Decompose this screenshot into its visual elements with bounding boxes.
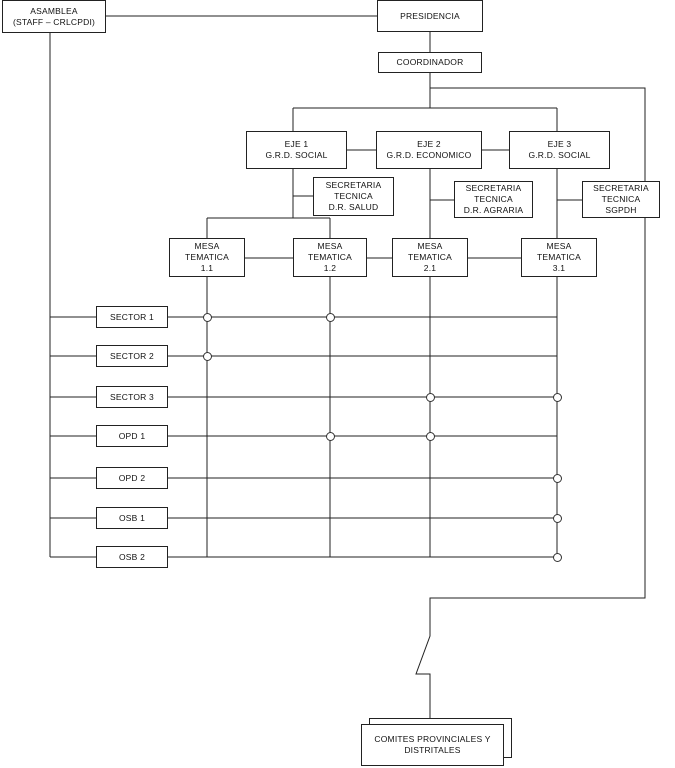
participation-marker-osb2-mesa31 [552, 552, 562, 562]
opd1-label: OPD 1 [118, 430, 146, 441]
participation-marker-sector3-mesa21 [425, 392, 435, 402]
comites-box: COMITES PROVINCIALES Y DISTRITALES [361, 724, 504, 766]
comites-line2: DISTRITALES [404, 745, 461, 755]
sector-2-box: SECTOR 2 [96, 345, 168, 367]
mesa31-line2: TEMATICA [537, 252, 581, 262]
sector-1-box: SECTOR 1 [96, 306, 168, 328]
secretaria-tecnica-3-box: SECRETARIA TECNICA SGPDH [582, 181, 660, 218]
sectec2-line3: D.R. AGRARIA [463, 205, 524, 215]
opd-2-box: OPD 2 [96, 467, 168, 489]
mesa21-line2: TEMATICA [408, 252, 452, 262]
secretaria-tecnica-1-box: SECRETARIA TECNICA D.R. SALUD [313, 177, 394, 216]
sector2-label: SECTOR 2 [110, 350, 154, 361]
eje1-line1: EJE 1 [284, 139, 309, 149]
sector3-label: SECTOR 3 [110, 391, 154, 402]
sectec1-line3: D.R. SALUD [328, 202, 379, 212]
asamblea-box: ASAMBLEA (STAFF – CRLCPDI) [2, 0, 106, 33]
participation-marker-osb1-mesa31 [552, 513, 562, 523]
sectec2-line1: SECRETARIA [465, 183, 522, 193]
eje2-line2: G.R.D. ECONOMICO [386, 150, 472, 160]
osb-1-box: OSB 1 [96, 507, 168, 529]
sector-3-box: SECTOR 3 [96, 386, 168, 408]
secretaria-tecnica-2-box: SECRETARIA TECNICA D.R. AGRARIA [454, 181, 533, 218]
opd-1-box: OPD 1 [96, 425, 168, 447]
eje2-box: EJE 2 G.R.D. ECONOMICO [376, 131, 482, 169]
mesa-tematica-2-1-box: MESA TEMATICA 2.1 [392, 238, 468, 277]
sectec2-line2: TECNICA [474, 194, 513, 204]
sectec1-line1: SECRETARIA [325, 180, 382, 190]
osb-2-box: OSB 2 [96, 546, 168, 568]
participation-marker-opd2-mesa31 [552, 473, 562, 483]
mesa31-line3: 3.1 [552, 263, 566, 273]
presidencia-box: PRESIDENCIA [377, 0, 483, 32]
eje1-line2: G.R.D. SOCIAL [265, 150, 328, 160]
participation-marker-sector3-mesa31 [552, 392, 562, 402]
mesa11-line3: 1.1 [200, 263, 214, 273]
mesa21-line1: MESA [417, 241, 443, 251]
presidencia-label: PRESIDENCIA [400, 10, 460, 21]
comites-line1: COMITES PROVINCIALES Y [374, 734, 491, 744]
participation-marker-opd1-mesa12 [325, 431, 335, 441]
mesa-tematica-3-1-box: MESA TEMATICA 3.1 [521, 238, 597, 277]
mesa31-line1: MESA [546, 241, 572, 251]
coordinador-label: COORDINADOR [396, 57, 464, 67]
mesa11-line2: TEMATICA [185, 252, 229, 262]
eje3-box: EJE 3 G.R.D. SOCIAL [509, 131, 610, 169]
sectec3-line1: SECRETARIA [593, 183, 649, 193]
eje3-line2: G.R.D. SOCIAL [528, 150, 591, 160]
mesa11-line1: MESA [194, 241, 220, 251]
opd2-label: OPD 2 [118, 472, 146, 483]
mesa12-line1: MESA [317, 241, 343, 251]
asamblea-line2: (STAFF – CRLCPDI) [12, 16, 96, 27]
mesa21-line3: 2.1 [423, 263, 437, 273]
mesa-tematica-1-2-box: MESA TEMATICA 1.2 [293, 238, 367, 277]
osb2-label: OSB 2 [118, 551, 146, 562]
eje3-line1: EJE 3 [547, 139, 572, 149]
participation-marker-opd1-mesa21 [425, 431, 435, 441]
participation-marker-sector1-mesa11 [202, 312, 212, 322]
sectec3-line3: SGPDH [605, 205, 637, 215]
eje2-line1: EJE 2 [417, 139, 441, 149]
coordinador-box: COORDINADOR [378, 52, 482, 73]
line-coordinador-comites-loop [415, 87, 646, 718]
mesa-tematica-1-1-box: MESA TEMATICA 1.1 [169, 238, 245, 277]
sectec3-line2: TECNICA [601, 194, 641, 204]
asamblea-line1: ASAMBLEA [30, 5, 78, 16]
eje1-box: EJE 1 G.R.D. SOCIAL [246, 131, 347, 169]
sector1-label: SECTOR 1 [110, 311, 154, 322]
mesa12-line2: TEMATICA [308, 252, 352, 262]
mesa12-line3: 1.2 [323, 263, 337, 273]
osb1-label: OSB 1 [118, 512, 146, 523]
participation-marker-sector1-mesa12 [325, 312, 335, 322]
sectec1-line2: TECNICA [334, 191, 373, 201]
participation-marker-sector2-mesa11 [202, 351, 212, 361]
